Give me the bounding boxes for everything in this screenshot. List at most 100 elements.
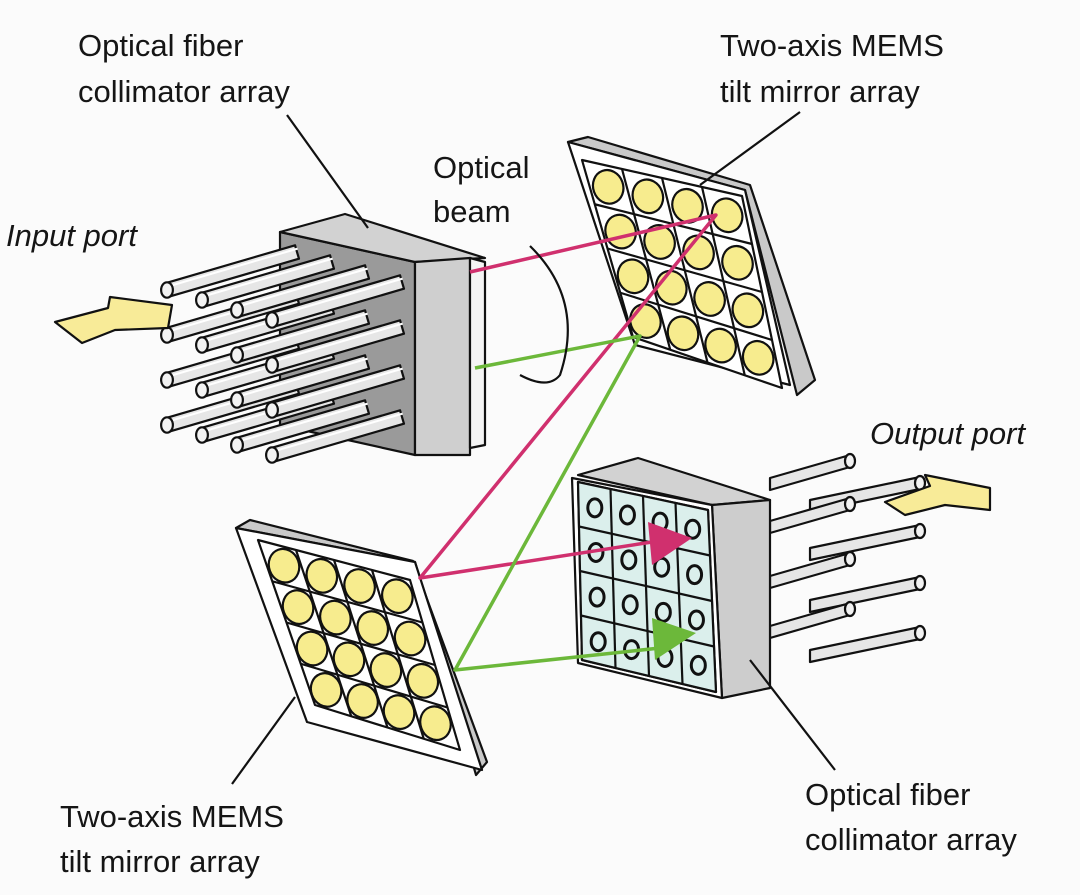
grid-line	[300, 662, 448, 709]
leader-output-collimator	[749, 659, 836, 771]
top-mems-mirror-array	[566, 135, 817, 397]
lens-element	[654, 601, 672, 623]
mirror-element	[704, 327, 737, 364]
beam-a-path	[418, 213, 718, 580]
fiber-end	[265, 311, 279, 329]
mirror-element	[721, 244, 754, 281]
leader-top-mirror	[699, 111, 801, 186]
fiber-end	[913, 624, 927, 642]
mirror-element	[591, 168, 625, 205]
label-top-mirror: Two-axis MEMS tilt mirror array	[720, 28, 953, 109]
beam-b-arrowhead	[652, 618, 696, 660]
mirror-element	[295, 630, 329, 667]
fiber-end	[843, 452, 857, 470]
fiber-end	[195, 336, 209, 354]
grid-line	[578, 525, 711, 557]
mirror-element	[267, 547, 301, 584]
label-output-port: Output port	[870, 416, 1026, 451]
fiber-end	[265, 356, 279, 374]
mirror-element	[643, 224, 676, 260]
label-output-collimator: Optical fiber collimator array	[805, 777, 1017, 857]
lens-element	[620, 549, 638, 571]
lens-element	[689, 654, 707, 676]
mirror-element	[346, 683, 379, 719]
fiber-end	[195, 426, 209, 444]
beam-b-path	[453, 334, 661, 672]
fiber-end	[843, 600, 857, 618]
fiber-end	[843, 495, 857, 513]
mirror-element	[309, 672, 343, 708]
fiber-highlight	[272, 367, 403, 408]
lens-element	[589, 631, 607, 653]
fiber-end	[160, 416, 174, 434]
mirror-element	[406, 662, 440, 699]
lens-element	[687, 609, 705, 631]
mirror-element	[731, 292, 765, 329]
leader-input-collimator	[286, 114, 369, 229]
leader-bottom-mirror	[231, 696, 296, 785]
fiber-end	[230, 301, 244, 319]
grid-line	[607, 247, 763, 294]
mirror-element	[631, 178, 665, 215]
fiber-end	[843, 550, 857, 568]
fiber-end	[913, 522, 927, 540]
fiber-highlight	[272, 412, 403, 453]
fiber-end	[230, 436, 244, 454]
fiber-end	[160, 371, 174, 389]
input-collimator-array	[53, 212, 487, 464]
mirror-element	[393, 620, 427, 657]
fiber-highlight	[167, 247, 298, 288]
mirror-element	[332, 641, 366, 678]
output-port-arrow	[883, 473, 992, 517]
mirror-element	[369, 652, 403, 688]
lens-element	[586, 497, 604, 519]
fiber	[808, 523, 922, 562]
fiber-highlight	[237, 312, 368, 353]
grid-line	[580, 614, 715, 648]
mirror-element	[616, 258, 650, 295]
block-side-face	[413, 256, 472, 457]
label-input-collimator: Optical fiber collimator array	[78, 28, 290, 109]
lens-element	[686, 564, 704, 586]
fiber-highlight	[237, 267, 368, 308]
leader-lines	[231, 111, 836, 785]
fiber-end	[265, 401, 279, 419]
fiber-end	[265, 446, 279, 464]
block-lens-plate	[468, 256, 487, 450]
optical-beams	[418, 213, 718, 672]
mirror-element	[319, 599, 352, 636]
label-input-port: Input port	[6, 218, 138, 253]
bottom-mems-mirror-array	[234, 518, 489, 777]
lens-element	[588, 586, 606, 608]
mirror-element	[693, 281, 726, 317]
fiber-highlight	[202, 257, 333, 298]
fiber-end	[230, 346, 244, 364]
fiber-end	[160, 281, 174, 299]
fiber-highlight	[272, 322, 403, 363]
label-optical-beam: Optical beam	[433, 150, 538, 229]
mirror-element	[305, 557, 339, 594]
grid-line	[271, 580, 423, 624]
mirror-element	[356, 610, 390, 646]
mirror-element	[419, 705, 452, 742]
lens-element	[618, 504, 636, 526]
output-collimator-array	[570, 452, 992, 700]
fiber-end	[230, 391, 244, 409]
fiber	[768, 453, 852, 492]
fiber	[808, 625, 922, 664]
block-top-face	[278, 212, 487, 264]
input-port-arrow	[53, 295, 174, 345]
grid-line	[286, 621, 436, 667]
mirror-element	[281, 589, 315, 625]
lens-element	[621, 594, 639, 616]
mirror-element	[381, 578, 414, 615]
label-bottom-mirror: Two-axis MEMS tilt mirror array	[60, 799, 293, 879]
optical-beam-bracket	[519, 245, 569, 384]
fiber-end	[913, 574, 927, 592]
lens-element	[684, 518, 702, 540]
mirror-element	[343, 568, 376, 604]
fiber-highlight	[237, 402, 368, 443]
fiber-end	[195, 291, 209, 309]
